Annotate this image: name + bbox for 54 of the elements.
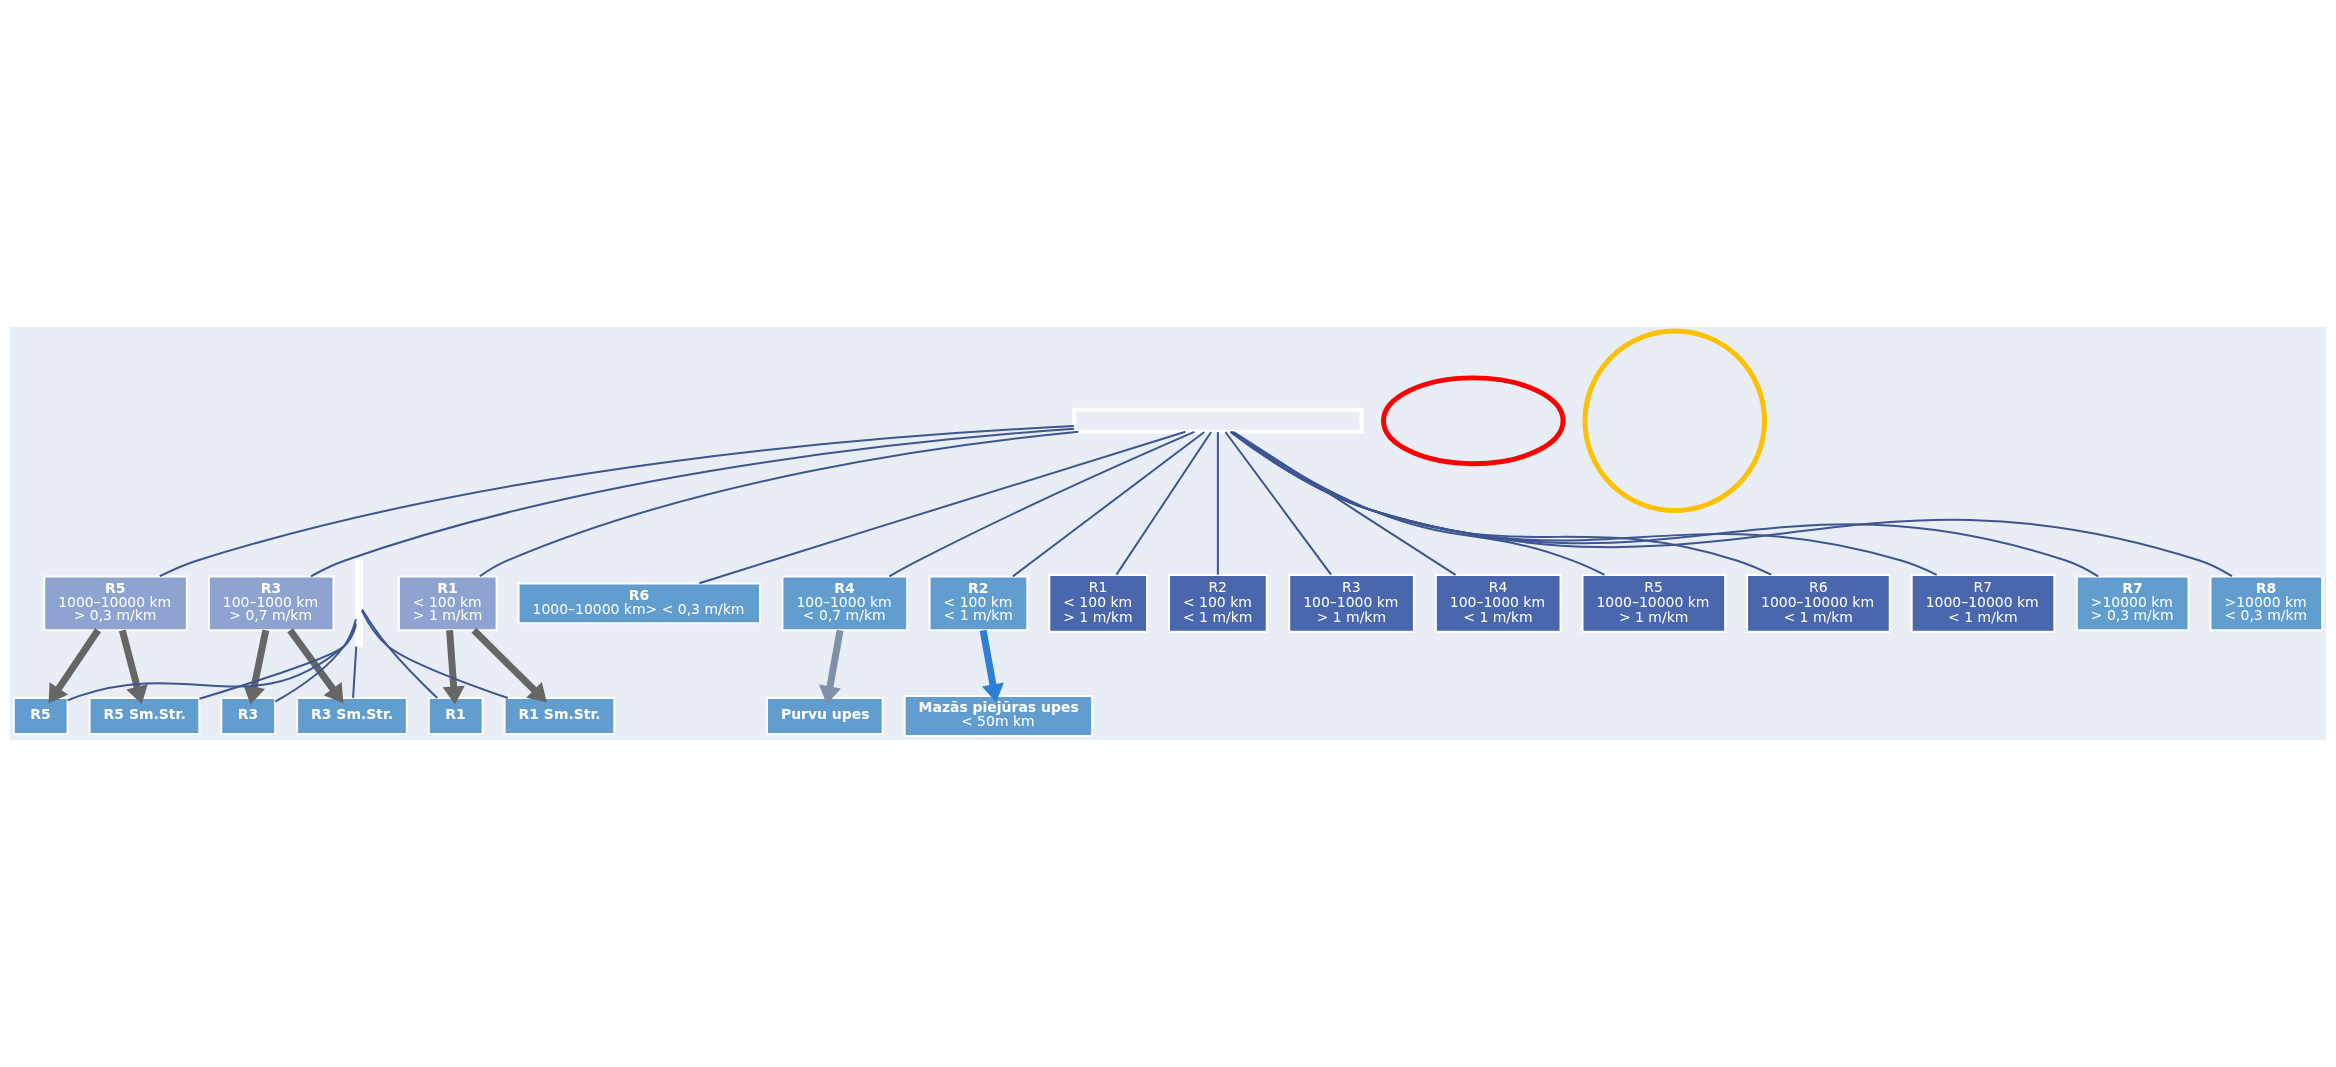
connector <box>1216 431 1219 576</box>
node-box: R4 100–1000 km < 0,7 m/km <box>781 575 909 632</box>
node-box <box>1072 407 1364 434</box>
node-ellipse <box>1381 375 1566 467</box>
connector <box>352 645 358 699</box>
node-box: Purvu upes <box>765 697 884 735</box>
connector <box>360 609 509 700</box>
connector <box>309 427 1076 578</box>
arrow <box>243 629 270 705</box>
node-box: R6 1000–10000 km> < 0,3 m/km <box>517 582 761 625</box>
arrow <box>48 628 101 704</box>
connector <box>1230 430 1938 576</box>
connector <box>478 430 1080 578</box>
connector <box>1011 431 1206 578</box>
connector <box>1224 431 1333 576</box>
connector <box>1232 431 1457 576</box>
connector <box>361 608 439 700</box>
node-box: R5 1000–10000 km > 1 m/km <box>1581 573 1727 633</box>
node-box: Mazās piejūras upes < 50m km <box>903 695 1094 737</box>
node-box: R3 100–1000 km > 0,7 m/km <box>207 575 335 632</box>
node-box: R8 >10000 km < 0,3 m/km <box>2209 575 2324 632</box>
connector <box>1230 430 1773 576</box>
node-box: R2 < 100 km < 1 m/km <box>928 575 1029 632</box>
node-box: R5 <box>12 697 69 735</box>
connector <box>158 425 1075 578</box>
arrow <box>287 628 344 704</box>
node-box: R6 1000–10000 km < 1 m/km <box>1746 573 1891 633</box>
node-box: R5 Sm.Str. <box>88 697 201 735</box>
node-box: R7 >10000 km > 0,3 m/km <box>2075 575 2190 632</box>
arrow <box>118 629 148 705</box>
connector <box>274 618 357 703</box>
node-box: R2 < 100 km < 1 m/km <box>1168 573 1268 633</box>
arrow <box>442 630 465 705</box>
node-box: R1 <box>427 697 484 735</box>
node-box: R5 1000–10000 km > 0,3 m/km <box>43 575 188 632</box>
node-box: R3 <box>220 697 277 735</box>
node-box: R1 < 100 km > 1 m/km <box>1048 573 1149 633</box>
connector <box>66 624 357 702</box>
connector <box>698 430 1187 585</box>
node-box: R1 < 100 km > 1 m/km <box>397 575 498 632</box>
node-box: R7 1000–10000 km < 1 m/km <box>1910 573 2056 633</box>
arrow <box>819 629 844 705</box>
node-box: R4 100–1000 km < 1 m/km <box>1434 573 1562 633</box>
node-box: R3 Sm.Str. <box>296 697 408 735</box>
connector <box>198 622 357 700</box>
node-circle <box>1582 328 1768 514</box>
connector <box>888 430 1196 578</box>
node-bar <box>354 559 363 648</box>
arrow <box>979 629 1004 703</box>
node-box: R1 Sm.Str. <box>503 697 616 735</box>
arrow <box>471 627 547 703</box>
connector <box>1231 430 1606 576</box>
connector <box>1115 431 1213 576</box>
node-box: R3 100–1000 km > 1 m/km <box>1288 573 1415 633</box>
